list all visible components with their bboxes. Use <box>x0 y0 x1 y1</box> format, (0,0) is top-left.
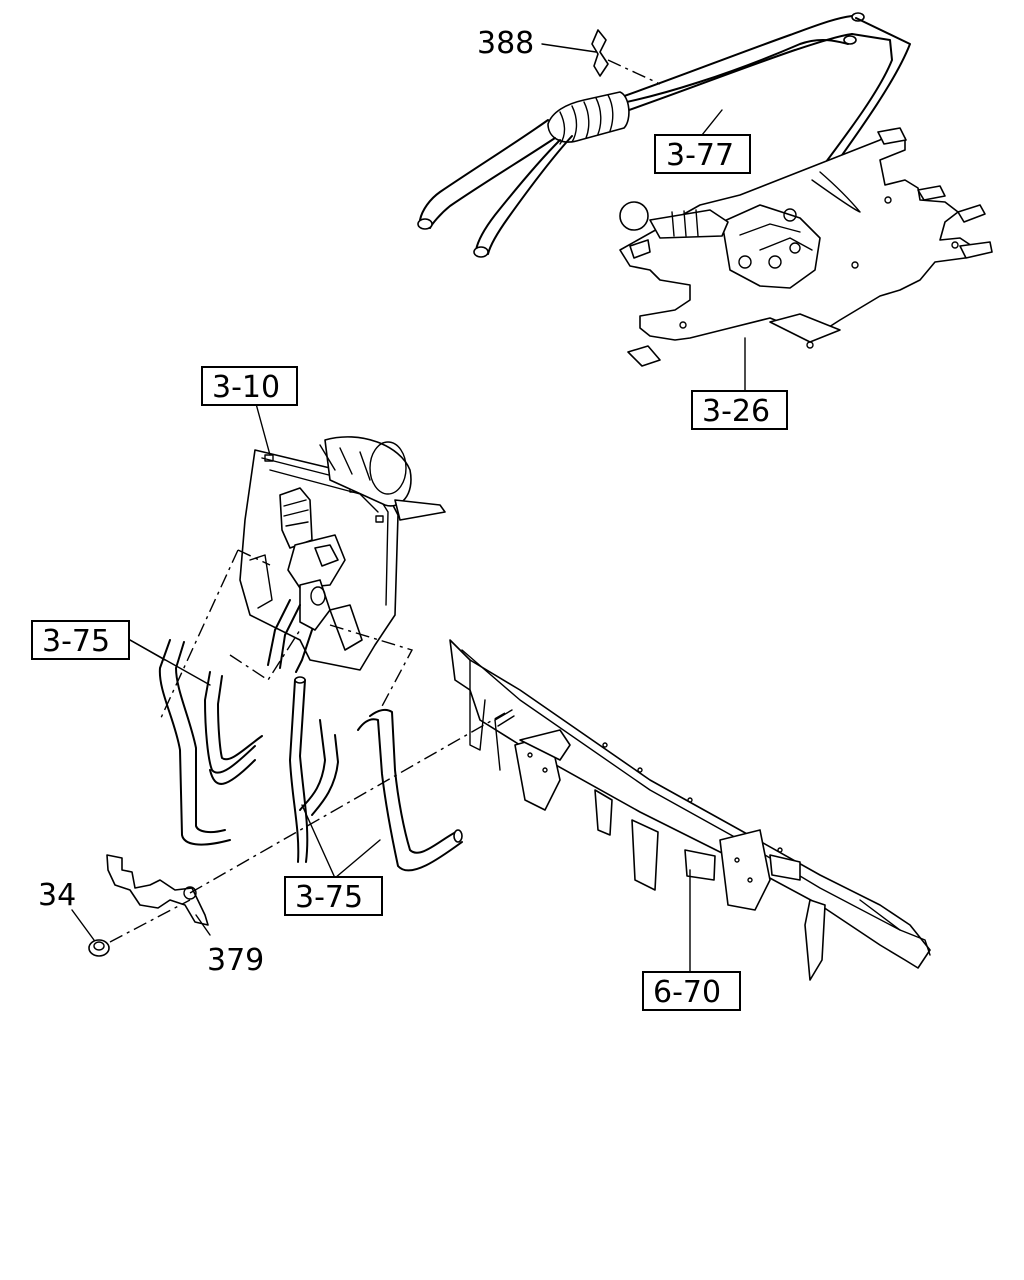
callout-379: 379 <box>207 943 264 978</box>
callout-34: 34 <box>38 878 76 913</box>
callout-box-3-75-bottom <box>284 876 383 916</box>
callout-388: 388 <box>477 26 534 61</box>
callout-box-3-77 <box>654 134 751 174</box>
callout-box-3-75-left <box>31 620 130 660</box>
dash-cross-member <box>449 639 931 981</box>
callout-3-75-bottom: 3-75 <box>295 880 363 915</box>
heater-valve-bracket <box>619 127 993 393</box>
callout-box-6-70 <box>642 971 741 1011</box>
bracket-379-nut-34 <box>71 712 506 957</box>
heater-hoses-3-75 <box>129 549 463 879</box>
callout-box-3-10 <box>201 366 298 406</box>
callout-box-3-26 <box>691 390 788 430</box>
pedal-valve-assembly <box>239 399 446 673</box>
hose-clip-388 <box>591 29 661 85</box>
heater-hose-assembly <box>417 12 911 258</box>
callout-3-26: 3-26 <box>702 394 770 429</box>
callout-3-10: 3-10 <box>212 370 280 405</box>
callout-3-77: 3-77 <box>666 138 734 173</box>
callout-6-70: 6-70 <box>653 975 721 1010</box>
callout-3-75-left: 3-75 <box>42 624 110 659</box>
